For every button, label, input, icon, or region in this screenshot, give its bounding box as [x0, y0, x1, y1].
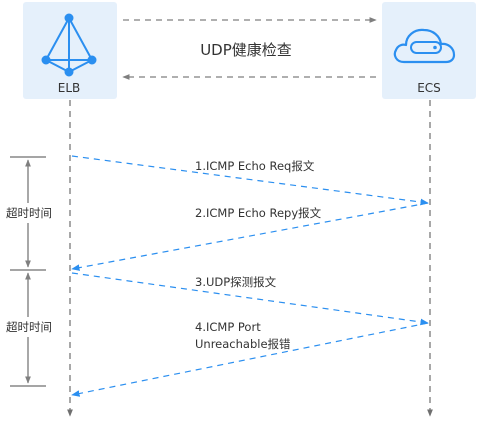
ecs-node: ECS — [382, 2, 476, 99]
ecs-label: ECS — [417, 81, 441, 95]
message-arrow-1 — [71, 155, 429, 206]
elb-node: ELB — [23, 2, 117, 99]
timeout-label-1: 超时时间 — [6, 206, 52, 220]
load-balancer-icon — [41, 13, 97, 77]
cloud-server-icon — [393, 28, 456, 64]
health-check-label: UDP健康检查 — [200, 41, 292, 59]
message-label-3: 3.UDP探测报文 — [195, 275, 277, 289]
message-label-4-line-2: Unreachable报错 — [195, 337, 291, 351]
message-arrow-2 — [71, 202, 429, 271]
message-label-4-line-1: 4.ICMP Port — [195, 320, 261, 334]
message-label-1: 1.ICMP Echo Req报文 — [195, 159, 315, 173]
message-label-2: 2.ICMP Echo Repy报文 — [195, 206, 322, 220]
timeout-label-2: 超时时间 — [6, 320, 52, 334]
message-arrow-3 — [71, 272, 429, 326]
message-arrow-4 — [71, 322, 429, 397]
elb-label: ELB — [58, 81, 81, 95]
